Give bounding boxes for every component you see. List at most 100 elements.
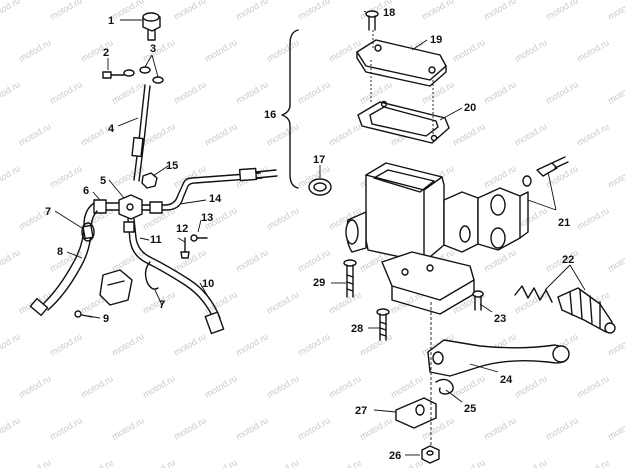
watermark-text-8: motod.ru bbox=[482, 0, 518, 22]
callout-10: 10 bbox=[202, 278, 214, 290]
part-27-park-lever bbox=[395, 397, 437, 429]
part-8-left-hose bbox=[29, 202, 98, 317]
part-17-o-ring bbox=[308, 178, 332, 196]
callout-24: 24 bbox=[500, 374, 513, 386]
callout-29: 29 bbox=[313, 277, 325, 289]
watermark-text-26: motod.ru bbox=[234, 79, 270, 105]
watermark-text-29: motod.ru bbox=[420, 79, 456, 105]
watermark-text-10: motod.ru bbox=[606, 0, 625, 22]
watermark-text-107: motod.ru bbox=[513, 373, 549, 399]
watermark-text-90: motod.ru bbox=[110, 331, 146, 357]
watermark-text-24: motod.ru bbox=[110, 79, 146, 105]
callout-labels: 1 2 3 4 5 6 7 8 9 10 11 12 13 14 15 7 16… bbox=[45, 7, 574, 462]
watermark-text-38: motod.ru bbox=[327, 121, 363, 147]
part-16-bracket bbox=[281, 29, 299, 189]
part-21-handlebar-clamp bbox=[477, 156, 569, 251]
watermark-text-121: motod.ru bbox=[17, 457, 53, 468]
watermark-text-15: motod.ru bbox=[265, 37, 301, 63]
watermark-text-4: motod.ru bbox=[234, 0, 270, 22]
watermark-text-80: motod.ru bbox=[203, 289, 239, 315]
callout-28: 28 bbox=[351, 323, 363, 335]
callout-5: 5 bbox=[100, 175, 106, 187]
part-7-clamp-upper bbox=[81, 222, 95, 242]
callout-25: 25 bbox=[464, 403, 476, 415]
watermark-text-76: motod.ru bbox=[606, 247, 625, 273]
watermark-text-115: motod.ru bbox=[296, 415, 332, 441]
watermark-text-98: motod.ru bbox=[606, 331, 625, 357]
callout-9: 9 bbox=[103, 313, 109, 325]
watermark-text-23: motod.ru bbox=[48, 79, 84, 105]
watermark-text-36: motod.ru bbox=[203, 121, 239, 147]
part-26-nut bbox=[421, 445, 440, 464]
watermark-text-120: motod.ru bbox=[606, 415, 625, 441]
callout-8: 8 bbox=[57, 246, 63, 258]
callout-17: 17 bbox=[313, 154, 325, 166]
watermark-text-119: motod.ru bbox=[544, 415, 580, 441]
watermark-text-68: motod.ru bbox=[110, 247, 146, 273]
part-14-crossover-line bbox=[141, 167, 278, 214]
watermark-text-30: motod.ru bbox=[482, 79, 518, 105]
watermark-text-128: motod.ru bbox=[451, 457, 487, 468]
callout-14: 14 bbox=[209, 193, 222, 205]
part-5-junction-block bbox=[118, 194, 143, 220]
watermark-text-113: motod.ru bbox=[172, 415, 208, 441]
watermark-text-105: motod.ru bbox=[389, 373, 425, 399]
watermark-text-106: motod.ru bbox=[451, 373, 487, 399]
watermark-text-99: motod.ru bbox=[17, 373, 53, 399]
part-25-spring bbox=[435, 378, 454, 395]
watermark-text-1: motod.ru bbox=[48, 0, 84, 22]
part-7-clamp-lower bbox=[144, 261, 159, 290]
part-6-hose-fitting bbox=[93, 199, 120, 214]
watermark-text-82: motod.ru bbox=[327, 289, 363, 315]
watermark-text-18: motod.ru bbox=[451, 37, 487, 63]
part-18-cover-screw bbox=[365, 10, 379, 31]
watermark-text-94: motod.ru bbox=[358, 331, 394, 357]
watermark-text-114: motod.ru bbox=[234, 415, 270, 441]
part-23-pivot-pin bbox=[472, 290, 484, 311]
watermark-text-112: motod.ru bbox=[110, 415, 146, 441]
watermark-text-69: motod.ru bbox=[172, 247, 208, 273]
watermark-text-52: motod.ru bbox=[482, 163, 518, 189]
part-4-upper-brake-line bbox=[131, 84, 151, 182]
watermark-text-123: motod.ru bbox=[141, 457, 177, 468]
watermark-text-122: motod.ru bbox=[79, 457, 115, 468]
callout-18: 18 bbox=[383, 7, 395, 19]
watermark-text-66: motod.ru bbox=[0, 247, 22, 273]
part-20-diaphragm bbox=[357, 100, 450, 144]
watermark-text-103: motod.ru bbox=[265, 373, 301, 399]
watermark-text-2: motod.ru bbox=[110, 0, 146, 22]
watermark-text-27: motod.ru bbox=[296, 79, 332, 105]
watermark-text-22: motod.ru bbox=[0, 79, 22, 105]
watermark-text-104: motod.ru bbox=[327, 373, 363, 399]
callout-1: 1 bbox=[108, 15, 114, 27]
part-24-brake-lever bbox=[427, 339, 570, 377]
watermark-text-28: motod.ru bbox=[358, 79, 394, 105]
watermark-text-9: motod.ru bbox=[544, 0, 580, 22]
watermark-text-93: motod.ru bbox=[296, 331, 332, 357]
watermark-text-31: motod.ru bbox=[544, 79, 580, 105]
callout-12: 12 bbox=[176, 223, 188, 235]
watermark-text-37: motod.ru bbox=[265, 121, 301, 147]
watermark-text-129: motod.ru bbox=[513, 457, 549, 468]
watermark-text-12: motod.ru bbox=[79, 37, 115, 63]
watermark-text-7: motod.ru bbox=[420, 0, 456, 22]
watermark-text-40: motod.ru bbox=[451, 121, 487, 147]
part-13-screw bbox=[190, 234, 208, 242]
watermark-text-32: motod.ru bbox=[606, 79, 625, 105]
watermark-text-100: motod.ru bbox=[79, 373, 115, 399]
watermark-text-25: motod.ru bbox=[172, 79, 208, 105]
watermark-text-89: motod.ru bbox=[48, 331, 84, 357]
watermark-text-64: motod.ru bbox=[575, 205, 611, 231]
callout-23: 23 bbox=[494, 313, 506, 325]
watermark-text-19: motod.ru bbox=[513, 37, 549, 63]
watermark-text-71: motod.ru bbox=[296, 247, 332, 273]
callout-20: 20 bbox=[464, 102, 476, 114]
part-28-bolt bbox=[376, 308, 390, 341]
callout-15: 15 bbox=[166, 160, 178, 172]
callout-7-lower: 7 bbox=[159, 299, 165, 311]
callout-19: 19 bbox=[430, 34, 442, 46]
watermark-text-125: motod.ru bbox=[265, 457, 301, 468]
callout-13: 13 bbox=[201, 212, 213, 224]
watermark-text-111: motod.ru bbox=[48, 415, 84, 441]
